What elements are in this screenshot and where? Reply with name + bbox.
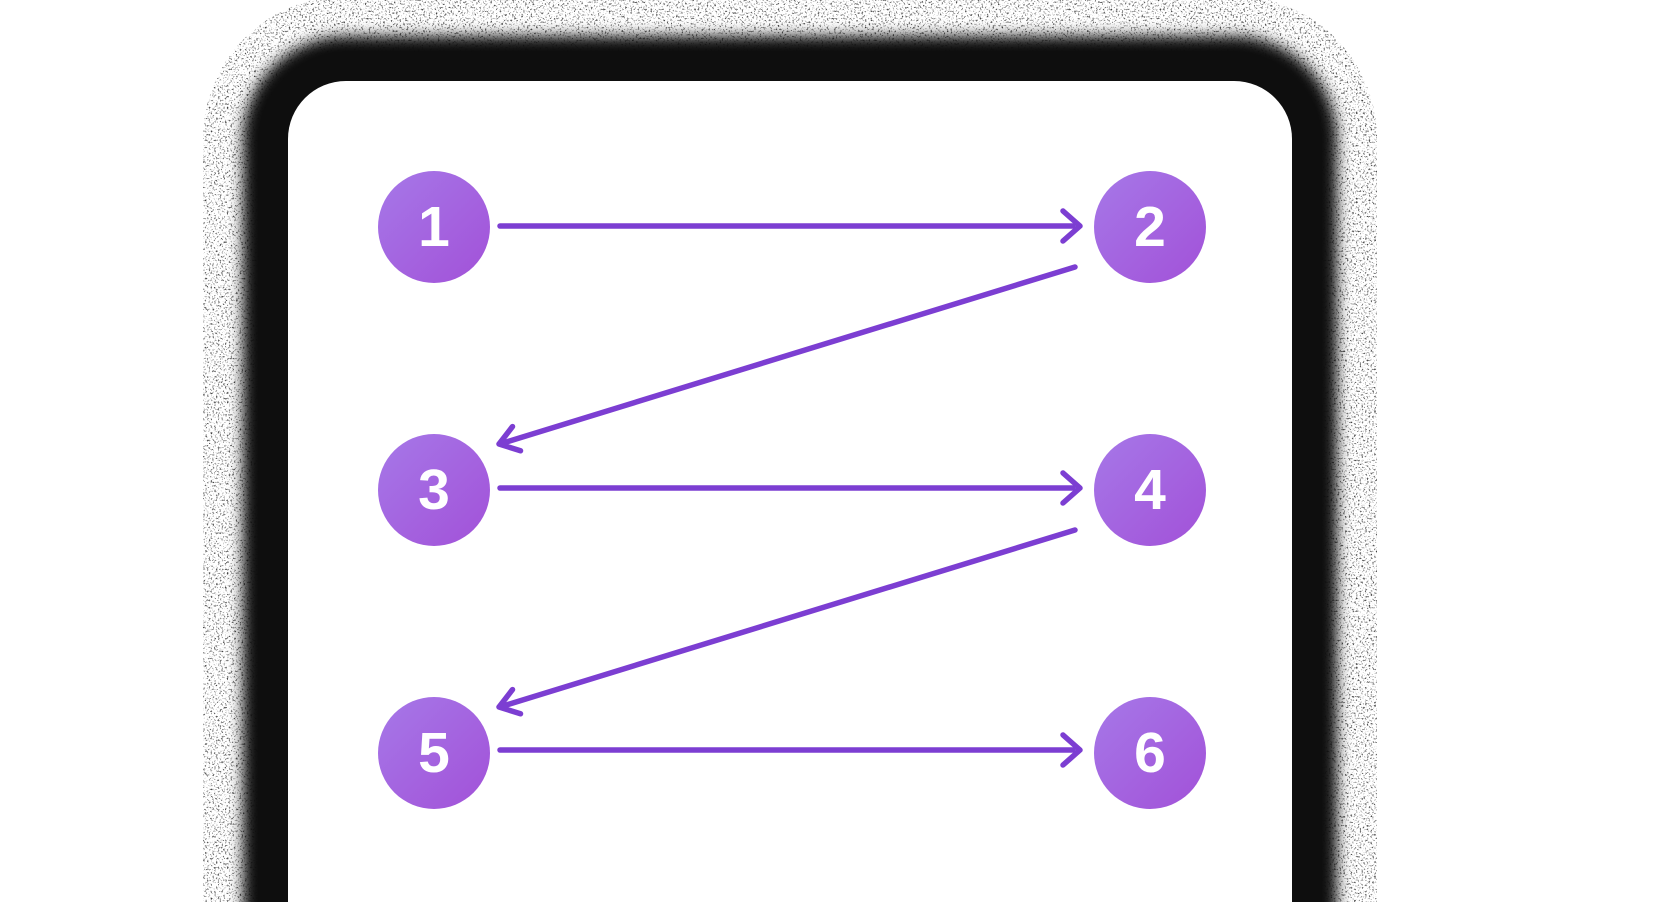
arrowhead-left-icon: [496, 686, 524, 717]
arrowhead-left-icon: [496, 423, 524, 454]
edge-4-5: [496, 527, 1078, 717]
edge-5-6: [497, 732, 1083, 768]
flow-node-5: 5: [378, 697, 490, 809]
flow-node-3: 3: [378, 434, 490, 546]
edge-3-4: [497, 470, 1083, 506]
arrowhead-right-icon: [1060, 470, 1083, 506]
arrowhead-right-icon: [1060, 208, 1083, 244]
edge-1-2: [497, 208, 1083, 244]
flow-node-4: 4: [1094, 434, 1206, 546]
arrowhead-right-icon: [1060, 732, 1083, 768]
flow-node-2: 2: [1094, 171, 1206, 283]
node-label: 5: [418, 721, 450, 785]
flow-node-1: 1: [378, 171, 490, 283]
flow-node-6: 6: [1094, 697, 1206, 809]
node-label: 2: [1134, 195, 1166, 259]
node-label: 1: [418, 195, 450, 259]
edge-2-3: [496, 264, 1078, 454]
node-label: 6: [1134, 721, 1166, 785]
node-label: 4: [1134, 458, 1166, 522]
node-label: 3: [418, 458, 450, 522]
